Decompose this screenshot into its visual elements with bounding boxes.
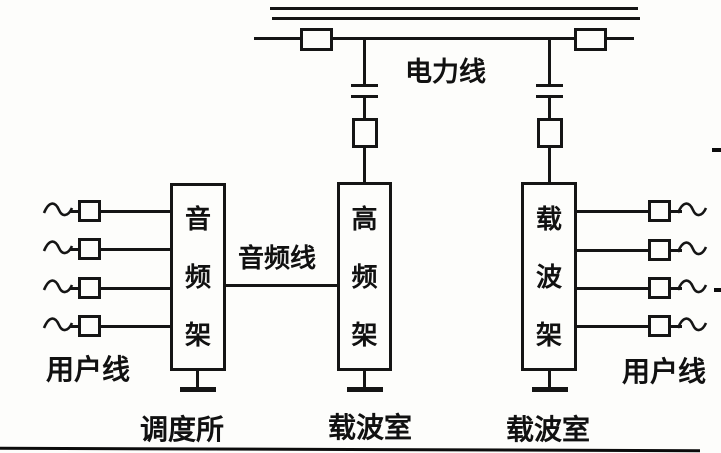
squiggle-icon bbox=[42, 317, 74, 332]
squiggle-icon bbox=[42, 240, 74, 255]
squiggle-icon bbox=[42, 202, 74, 217]
ground-stem-carrier bbox=[548, 371, 551, 387]
terminal-box bbox=[648, 277, 671, 299]
terminal-box bbox=[78, 315, 101, 337]
squiggle-icon bbox=[676, 317, 708, 332]
ground-stem-audio bbox=[196, 371, 199, 387]
audio-line-wire bbox=[226, 284, 337, 287]
subscriber-label-right: 用户线 bbox=[622, 356, 707, 387]
terminal-box bbox=[648, 200, 671, 222]
subscriber-line bbox=[70, 287, 170, 290]
power-line-top-1 bbox=[270, 7, 638, 10]
power-line-top-2 bbox=[272, 17, 640, 20]
subscriber-label-left: 用户线 bbox=[46, 354, 131, 385]
carrier-room-mid-label: 载波室 bbox=[328, 412, 413, 443]
carrier-rack: 载波架 bbox=[521, 182, 577, 371]
coupling-device-right bbox=[537, 118, 563, 148]
squiggle-icon bbox=[676, 279, 708, 294]
squiggle-icon bbox=[676, 241, 708, 256]
squiggle-icon bbox=[42, 279, 74, 294]
audio-line-label: 音频线 bbox=[238, 243, 317, 273]
coupling-capacitor-left-plate-2 bbox=[351, 95, 378, 98]
subscriber-line bbox=[577, 249, 682, 252]
ground-bar-hf bbox=[347, 387, 383, 392]
terminal-box bbox=[648, 239, 671, 261]
high-frequency-rack: 高频架 bbox=[337, 182, 392, 371]
audio-frequency-rack: 音频架 bbox=[170, 183, 226, 371]
carrier-room-right-label: 载波室 bbox=[506, 414, 591, 445]
drop-right-wire-1 bbox=[548, 40, 551, 86]
ground-bar-carrier bbox=[532, 387, 568, 392]
dispatch-office-label: 调度所 bbox=[140, 414, 225, 445]
coupling-device-left bbox=[352, 118, 378, 148]
hf-rack-label: 高频架 bbox=[351, 203, 378, 350]
power-line-label: 电力线 bbox=[405, 57, 486, 87]
subscriber-line bbox=[70, 248, 170, 251]
audio-rack-label: 音频架 bbox=[184, 204, 211, 350]
subscriber-line bbox=[577, 210, 682, 213]
drop-left-wire-2 bbox=[363, 98, 366, 118]
squiggle-icon bbox=[676, 202, 708, 217]
power-line-main bbox=[254, 37, 634, 40]
coupling-capacitor-right-plate-2 bbox=[536, 95, 563, 98]
subscriber-line bbox=[577, 287, 682, 290]
terminal-box bbox=[78, 200, 101, 222]
wave-trap-left bbox=[300, 28, 333, 51]
wave-trap-right bbox=[574, 28, 607, 51]
subscriber-line bbox=[577, 325, 682, 328]
carrier-rack-label: 载波架 bbox=[535, 203, 562, 350]
ground-stem-hf bbox=[363, 371, 366, 387]
drop-right-wire-2 bbox=[548, 98, 551, 118]
terminal-box bbox=[78, 238, 101, 260]
subscriber-line bbox=[70, 210, 170, 213]
drop-left-wire-3 bbox=[363, 148, 366, 183]
scan-speck bbox=[712, 148, 721, 152]
drop-left-wire-1 bbox=[363, 40, 366, 86]
ground-bar-audio bbox=[180, 387, 216, 392]
coupling-capacitor-left-plate-1 bbox=[351, 84, 378, 87]
scan-speck bbox=[714, 288, 721, 292]
subscriber-line bbox=[70, 325, 170, 328]
drop-right-wire-3 bbox=[548, 148, 551, 183]
coupling-capacitor-right-plate-1 bbox=[536, 84, 563, 87]
terminal-box bbox=[78, 277, 101, 299]
scan-edge-bottom bbox=[0, 446, 701, 453]
terminal-box bbox=[648, 315, 671, 337]
